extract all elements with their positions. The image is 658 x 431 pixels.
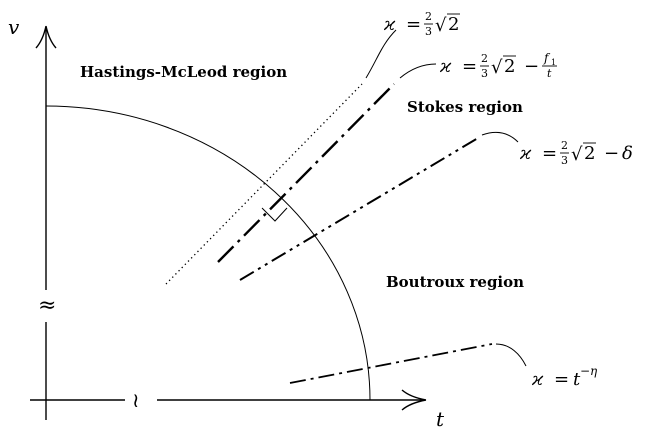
- region-label-hastings-mcleod: Hastings-McLeod region: [80, 63, 287, 81]
- formula-c2-f: f: [543, 51, 551, 65]
- formula-c3-delta: δ: [622, 143, 633, 164]
- formula-c1-eq: =: [406, 14, 421, 35]
- formula-c1: ϰ = 2 3 √ 2: [383, 10, 460, 38]
- formula-c3-num: 2: [561, 139, 568, 152]
- formula-c2-lhs: ϰ: [439, 56, 452, 77]
- formula-c1-den: 3: [425, 25, 432, 38]
- right-angle-marker: [261, 207, 288, 222]
- leader-c3: [481, 131, 519, 143]
- horizontal-axis-break: ≀: [132, 388, 140, 412]
- formula-c2-den: 3: [481, 67, 488, 80]
- formula-c4-eq: =: [554, 369, 569, 390]
- formula-c4-lhs: ϰ: [531, 369, 544, 390]
- formula-c1-root-sign: √: [435, 15, 447, 36]
- vertical-axis-break: ≈: [38, 293, 56, 318]
- formula-c2-minus: −: [524, 56, 539, 77]
- formula-c3-den: 3: [561, 154, 568, 167]
- formula-c4: ϰ = t −η: [531, 364, 598, 390]
- dotted-line-c1: [165, 83, 363, 285]
- formula-c3-minus: −: [604, 143, 619, 164]
- dashdot-line-c2: [217, 83, 395, 263]
- dashdot-line-c4: [289, 343, 493, 384]
- formula-c2-root-sign: √: [491, 57, 503, 78]
- region-label-stokes: Stokes region: [407, 98, 523, 116]
- formula-c4-base: t: [573, 369, 581, 390]
- formula-c1-lhs: ϰ: [383, 14, 396, 35]
- formula-c2: ϰ = 2 3 √ 2 − f 1 t: [439, 51, 557, 80]
- horizontal-axis-label: t: [436, 407, 445, 431]
- label-leaders: [365, 29, 527, 367]
- leader-c1: [365, 29, 397, 79]
- formula-c3-root-arg: 2: [584, 143, 595, 164]
- vertical-axis-arrowhead: [35, 25, 57, 49]
- horizontal-axis-arrowhead: [401, 389, 427, 411]
- quarter-circle-arc: [45, 105, 371, 401]
- formula-c2-t: t: [547, 67, 552, 80]
- formula-c3-eq: =: [542, 143, 557, 164]
- formula-c2-num: 2: [481, 52, 488, 65]
- formula-c1-num: 2: [425, 10, 432, 23]
- leader-c2: [399, 63, 437, 79]
- leader-c4: [495, 343, 527, 367]
- formula-c2-eq: =: [462, 56, 477, 77]
- formula-c2-f-sub: 1: [551, 58, 556, 67]
- dashdotdot-line-c3: [239, 137, 479, 281]
- formula-c3: ϰ = 2 3 √ 2 − δ: [519, 139, 633, 167]
- formula-c3-lhs: ϰ: [519, 143, 532, 164]
- formula-c1-root-arg: 2: [448, 14, 459, 35]
- formula-c2-root-arg: 2: [504, 56, 515, 77]
- formula-c4-exp: −η: [580, 364, 598, 378]
- region-label-boutroux: Boutroux region: [386, 273, 524, 291]
- formula-c3-root-sign: √: [571, 144, 583, 165]
- vertical-axis-label: v: [8, 15, 20, 39]
